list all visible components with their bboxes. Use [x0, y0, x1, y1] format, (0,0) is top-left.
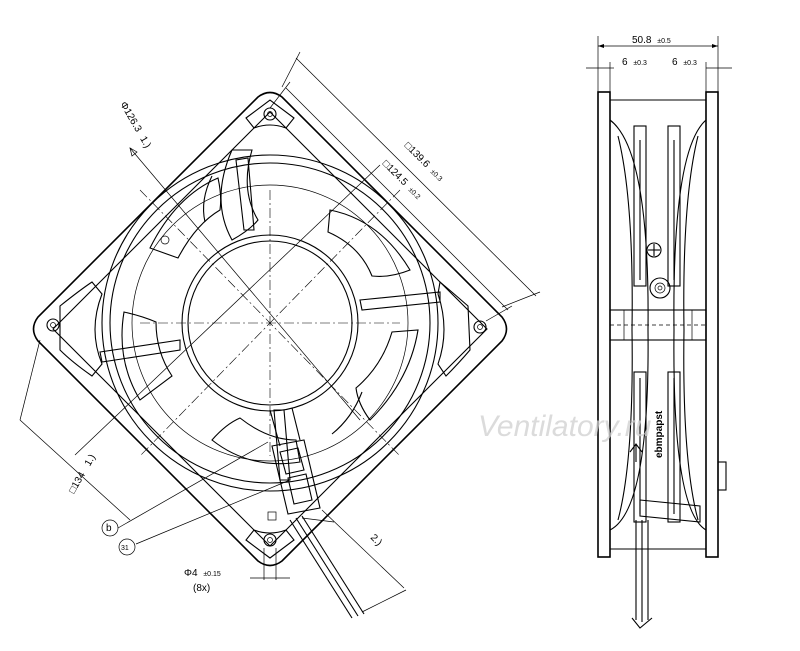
svg-text:6 ±0.3: 6 ±0.3 — [672, 57, 697, 68]
corner-pads — [59, 99, 471, 559]
callout-b — [101, 519, 119, 537]
side-struts — [633, 125, 681, 523]
svg-text:Φ126.3 1.): Φ126.3 1.) — [117, 100, 152, 150]
side-brand-label: ebmpapst — [654, 410, 665, 458]
dim-bottom-square-note: 1.) — [83, 453, 98, 469]
venturi-outer — [101, 154, 439, 492]
dim-hole-count: (8x) — [193, 583, 210, 594]
dim-outer-square: □139.6 — [402, 140, 432, 170]
side-venturi — [609, 119, 707, 531]
dim-bottom-square: □134 — [67, 470, 88, 496]
dim-hole-dia: Φ4 — [184, 568, 198, 579]
dim-depth: 50.8 — [632, 35, 652, 46]
dim-hole-pitch: □124.5 — [380, 158, 410, 188]
side-view: ebmpapst 50.8 ±0.5 6 — [586, 35, 732, 629]
dim-line-cable — [301, 509, 407, 613]
svg-text:Φ4 ±0.15: Φ4 ±0.15 — [184, 568, 221, 579]
cable-leads — [289, 515, 365, 619]
dim-outer-square-tol: ±0.3 — [429, 169, 444, 184]
dim-diameter-note: 1.) — [137, 134, 152, 150]
airflow-arrow — [629, 443, 643, 462]
svg-text:6 ±0.3: 6 ±0.3 — [622, 57, 647, 68]
dim-flange-left-tol: ±0.3 — [633, 60, 647, 67]
svg-text:□139.6 ±0.3: □139.6 ±0.3 — [402, 140, 446, 184]
blade-sweep — [131, 184, 409, 462]
watermark: Ventilatory.ru — [478, 410, 652, 443]
side-flange-left — [597, 91, 611, 558]
mounting-holes — [46, 107, 487, 547]
venturi-ring — [109, 162, 431, 484]
side-flange-right — [705, 91, 719, 558]
dim-depth-tol: ±0.5 — [657, 38, 671, 45]
side-dim-lines — [586, 36, 732, 92]
dim-diameter: Φ126.3 — [117, 100, 143, 134]
cable-connector — [269, 407, 321, 515]
callout-leader-31 — [135, 479, 291, 545]
callout-31-label: 31 — [121, 545, 129, 552]
dim-line-hole-pitch — [269, 81, 513, 322]
bearing-boss — [649, 277, 671, 299]
rotation-marker — [160, 235, 170, 245]
dim-flange-left: 6 — [622, 57, 628, 68]
dim-hole-dia-tol: ±0.15 — [203, 571, 221, 578]
front-view: Φ126.3 1.) □139.6 ±0.3 □124.5 ±0.2 □134 … — [19, 51, 541, 619]
dim-line-hole-dia — [250, 548, 290, 580]
dim-line-bottom-square — [19, 164, 381, 521]
label-square — [267, 511, 277, 521]
frame-outline — [32, 91, 508, 567]
dim-flange-right: 6 — [672, 57, 678, 68]
svg-text:□124.5 ±0.2: □124.5 ±0.2 — [380, 158, 424, 202]
dim-line-outer-square — [281, 51, 541, 308]
side-tab — [717, 461, 727, 491]
earth-symbol — [646, 242, 662, 258]
dim-hole-pitch-tol: ±0.2 — [407, 187, 422, 202]
side-cable — [631, 499, 701, 629]
svg-text:□134 1.): □134 1.) — [67, 453, 98, 496]
callout-leader-b — [117, 441, 269, 529]
callout-b-label: b — [106, 523, 112, 534]
dim-line-diameter — [129, 147, 361, 421]
svg-text:50.8 ±0.5: 50.8 ±0.5 — [632, 35, 671, 46]
callout-31 — [118, 538, 136, 556]
dim-flange-right-tol: ±0.3 — [683, 60, 697, 67]
centre-lines — [139, 189, 401, 457]
dim-cable-note: 2.) — [368, 532, 384, 548]
fan-blades — [121, 149, 419, 465]
